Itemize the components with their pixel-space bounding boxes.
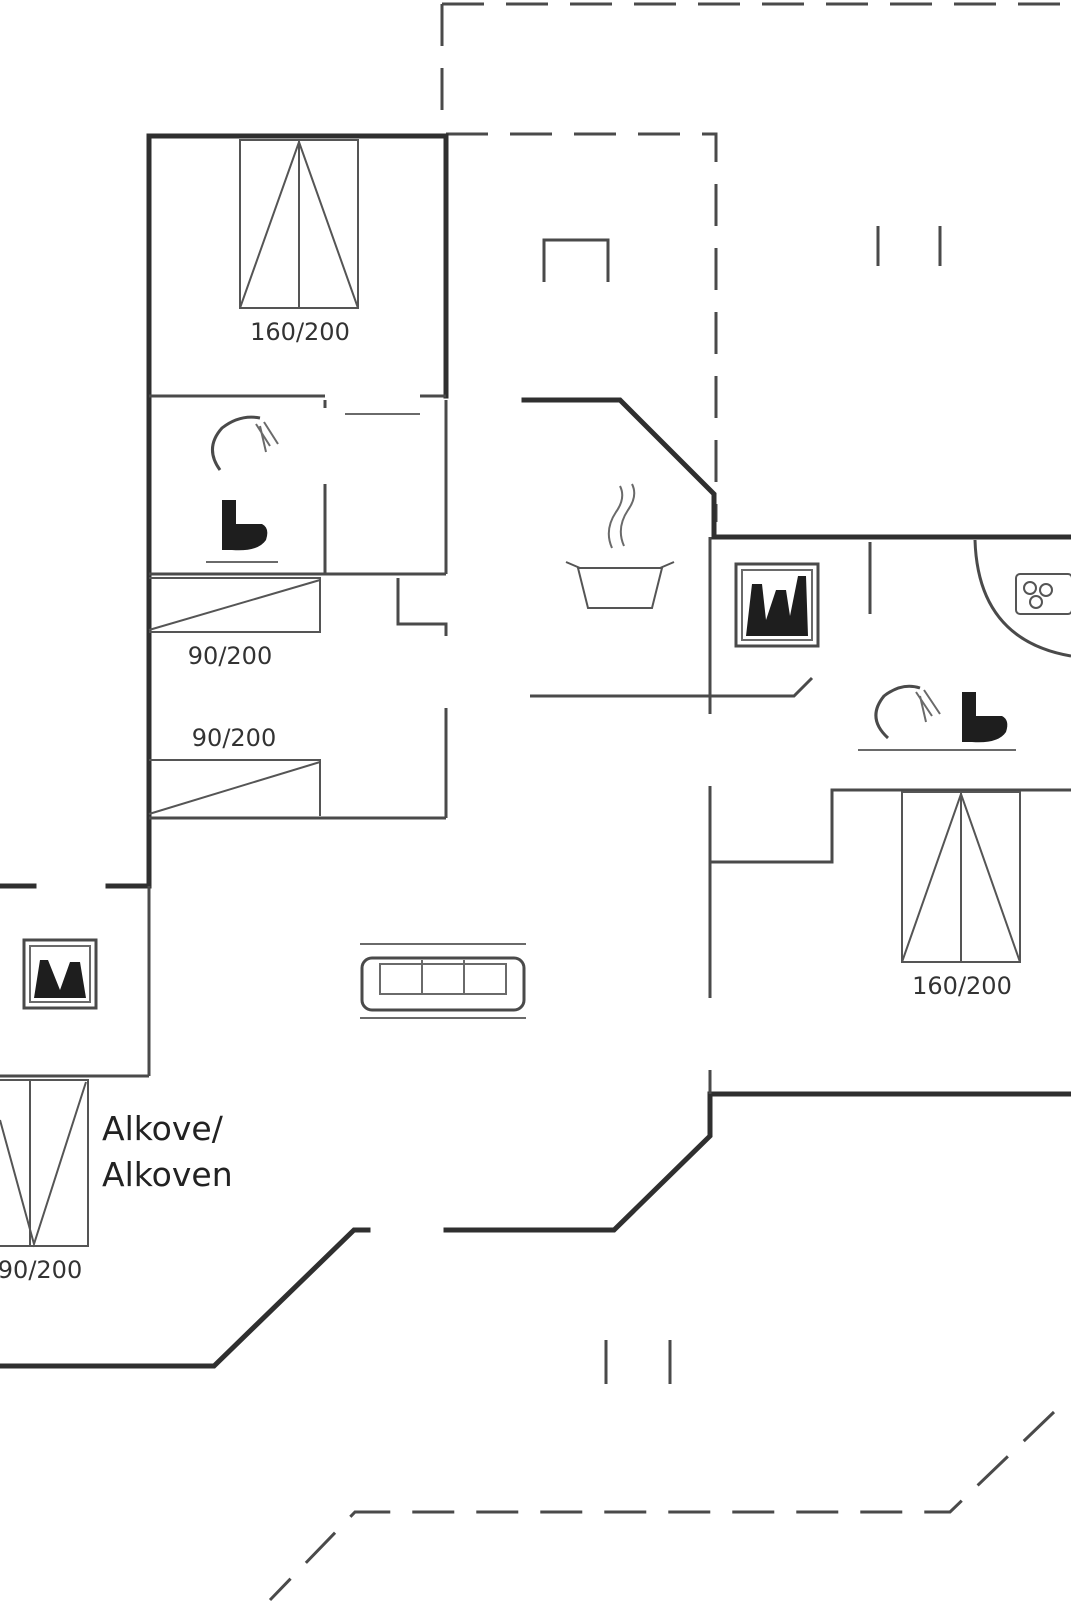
bunk-lower: 90/200 xyxy=(148,724,321,816)
bunk-lower-size: 90/200 xyxy=(192,724,276,752)
washing-machine-icon xyxy=(1015,573,1071,615)
sofa-icon xyxy=(360,943,526,1019)
bed-top-size: 160/200 xyxy=(250,318,350,346)
bed-right: 160/200 xyxy=(901,790,1021,1000)
bunk-upper-size: 90/200 xyxy=(188,642,272,670)
shower-icon xyxy=(211,415,279,471)
walls xyxy=(0,133,1071,1369)
bunk-upper: 90/200 xyxy=(148,577,321,670)
dishwasher-icon xyxy=(734,562,820,648)
terrace-outlines xyxy=(268,2,1071,1602)
terrace-marks-bottom xyxy=(604,1340,672,1384)
alcove-label-line1: Alkove/ xyxy=(102,1109,224,1148)
stove-pot-icon xyxy=(565,483,675,609)
terrace-marks-top xyxy=(542,226,942,282)
dishwasher-icon xyxy=(22,938,98,1010)
shower-icon xyxy=(874,684,941,740)
bed-alcove-size: 90/200 xyxy=(0,1256,82,1284)
toilet-icon xyxy=(206,500,278,563)
bed-alcove: 90/200 xyxy=(0,1079,89,1284)
partitions xyxy=(0,394,1071,1094)
alcove-label-line2: Alkoven xyxy=(102,1155,233,1194)
bed-right-size: 160/200 xyxy=(912,972,1012,1000)
toilet-icon xyxy=(962,692,1008,743)
bed-top: 160/200 xyxy=(239,139,359,346)
